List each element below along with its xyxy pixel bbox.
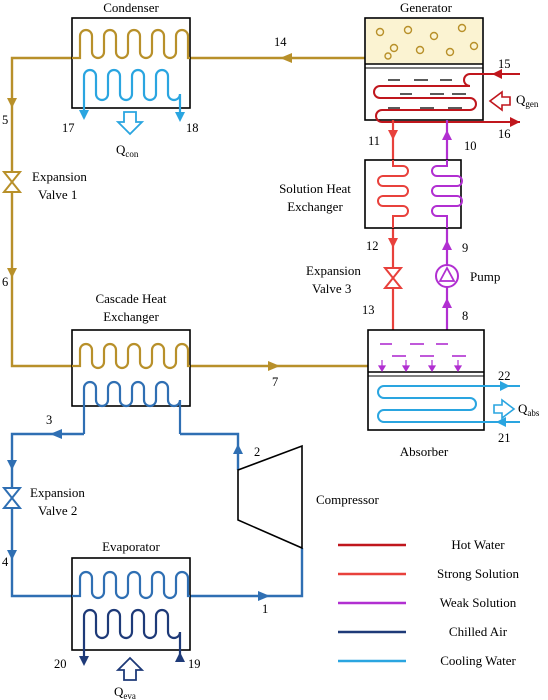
solution-hx-label-2: Exchanger: [287, 199, 343, 214]
expansion-valve-1-label-2: Valve 1: [38, 187, 77, 202]
evaporator-label: Evaporator: [102, 539, 160, 554]
generator-label: Generator: [400, 0, 453, 15]
q-abs-label: Qabs: [518, 401, 540, 418]
cascade-hx-label-2: Exchanger: [103, 309, 159, 324]
condenser-label: Condenser: [103, 0, 159, 15]
expansion-valve-3-label-1: Expansion: [306, 263, 361, 278]
state-8: 8: [462, 309, 468, 323]
pump-label: Pump: [470, 269, 500, 284]
state-18: 18: [186, 121, 199, 135]
expansion-valve-2: [1, 487, 23, 509]
q-con-label: Qcon: [116, 142, 139, 159]
state-4: 4: [2, 555, 9, 569]
state-10: 10: [464, 139, 477, 153]
state-21: 21: [498, 431, 511, 445]
cascade-heat-exchanger-unit: [71, 329, 191, 434]
state-numbers: 1 2 3 4 5 6 7 8 9 10 11 12 13 14 15 16 1…: [2, 35, 511, 671]
compressor-unit: [237, 444, 303, 550]
cascade-hx-label-1: Cascade Heat: [95, 291, 166, 306]
state-19: 19: [188, 657, 201, 671]
state-16: 16: [498, 127, 511, 141]
legend-label: Weak Solution: [440, 595, 517, 610]
state-9: 9: [462, 241, 468, 255]
condenser-unit: [71, 17, 191, 136]
state-20: 20: [54, 657, 67, 671]
absorber-label: Absorber: [400, 444, 449, 459]
state-6: 6: [2, 275, 8, 289]
evaporator-unit: [71, 557, 191, 681]
expansion-valve-2-label-1: Expansion: [30, 485, 85, 500]
ammonia-flow-arrows: [7, 53, 292, 371]
state-2: 2: [254, 445, 260, 459]
legend-label: Hot Water: [451, 537, 505, 552]
solution-arrows: [388, 130, 452, 308]
expansion-valve-2-label-2: Valve 2: [38, 503, 77, 518]
state-7: 7: [272, 375, 278, 389]
compressor-label: Compressor: [316, 492, 380, 507]
expansion-valve-1: [1, 171, 23, 193]
state-3: 3: [46, 413, 52, 427]
legend-label: Cooling Water: [440, 653, 516, 668]
absorber-unit: [367, 329, 520, 431]
expansion-valve-3-label-2: Valve 3: [312, 281, 351, 296]
legend-label: Chilled Air: [449, 624, 508, 639]
co2-flow-arrows: [7, 429, 270, 601]
legend-label: Strong Solution: [437, 566, 519, 581]
state-13: 13: [362, 303, 375, 317]
state-11: 11: [368, 134, 380, 148]
pump-unit: [435, 264, 459, 288]
solution-heat-exchanger-unit: [364, 159, 463, 229]
state-14: 14: [274, 35, 287, 49]
state-15: 15: [498, 57, 511, 71]
q-eva-label: Qeva: [114, 684, 136, 700]
state-1: 1: [262, 602, 268, 616]
expansion-valve-1-label-1: Expansion: [32, 169, 87, 184]
generator-unit: [364, 17, 520, 127]
state-12: 12: [366, 239, 379, 253]
expansion-valve-3: [382, 267, 404, 289]
solution-hx-label-1: Solution Heat: [279, 181, 351, 196]
state-5: 5: [2, 113, 8, 127]
state-17: 17: [62, 121, 75, 135]
state-22: 22: [498, 369, 511, 383]
q-gen-label: Qgen: [516, 92, 539, 109]
co2-loop: [10, 432, 304, 598]
